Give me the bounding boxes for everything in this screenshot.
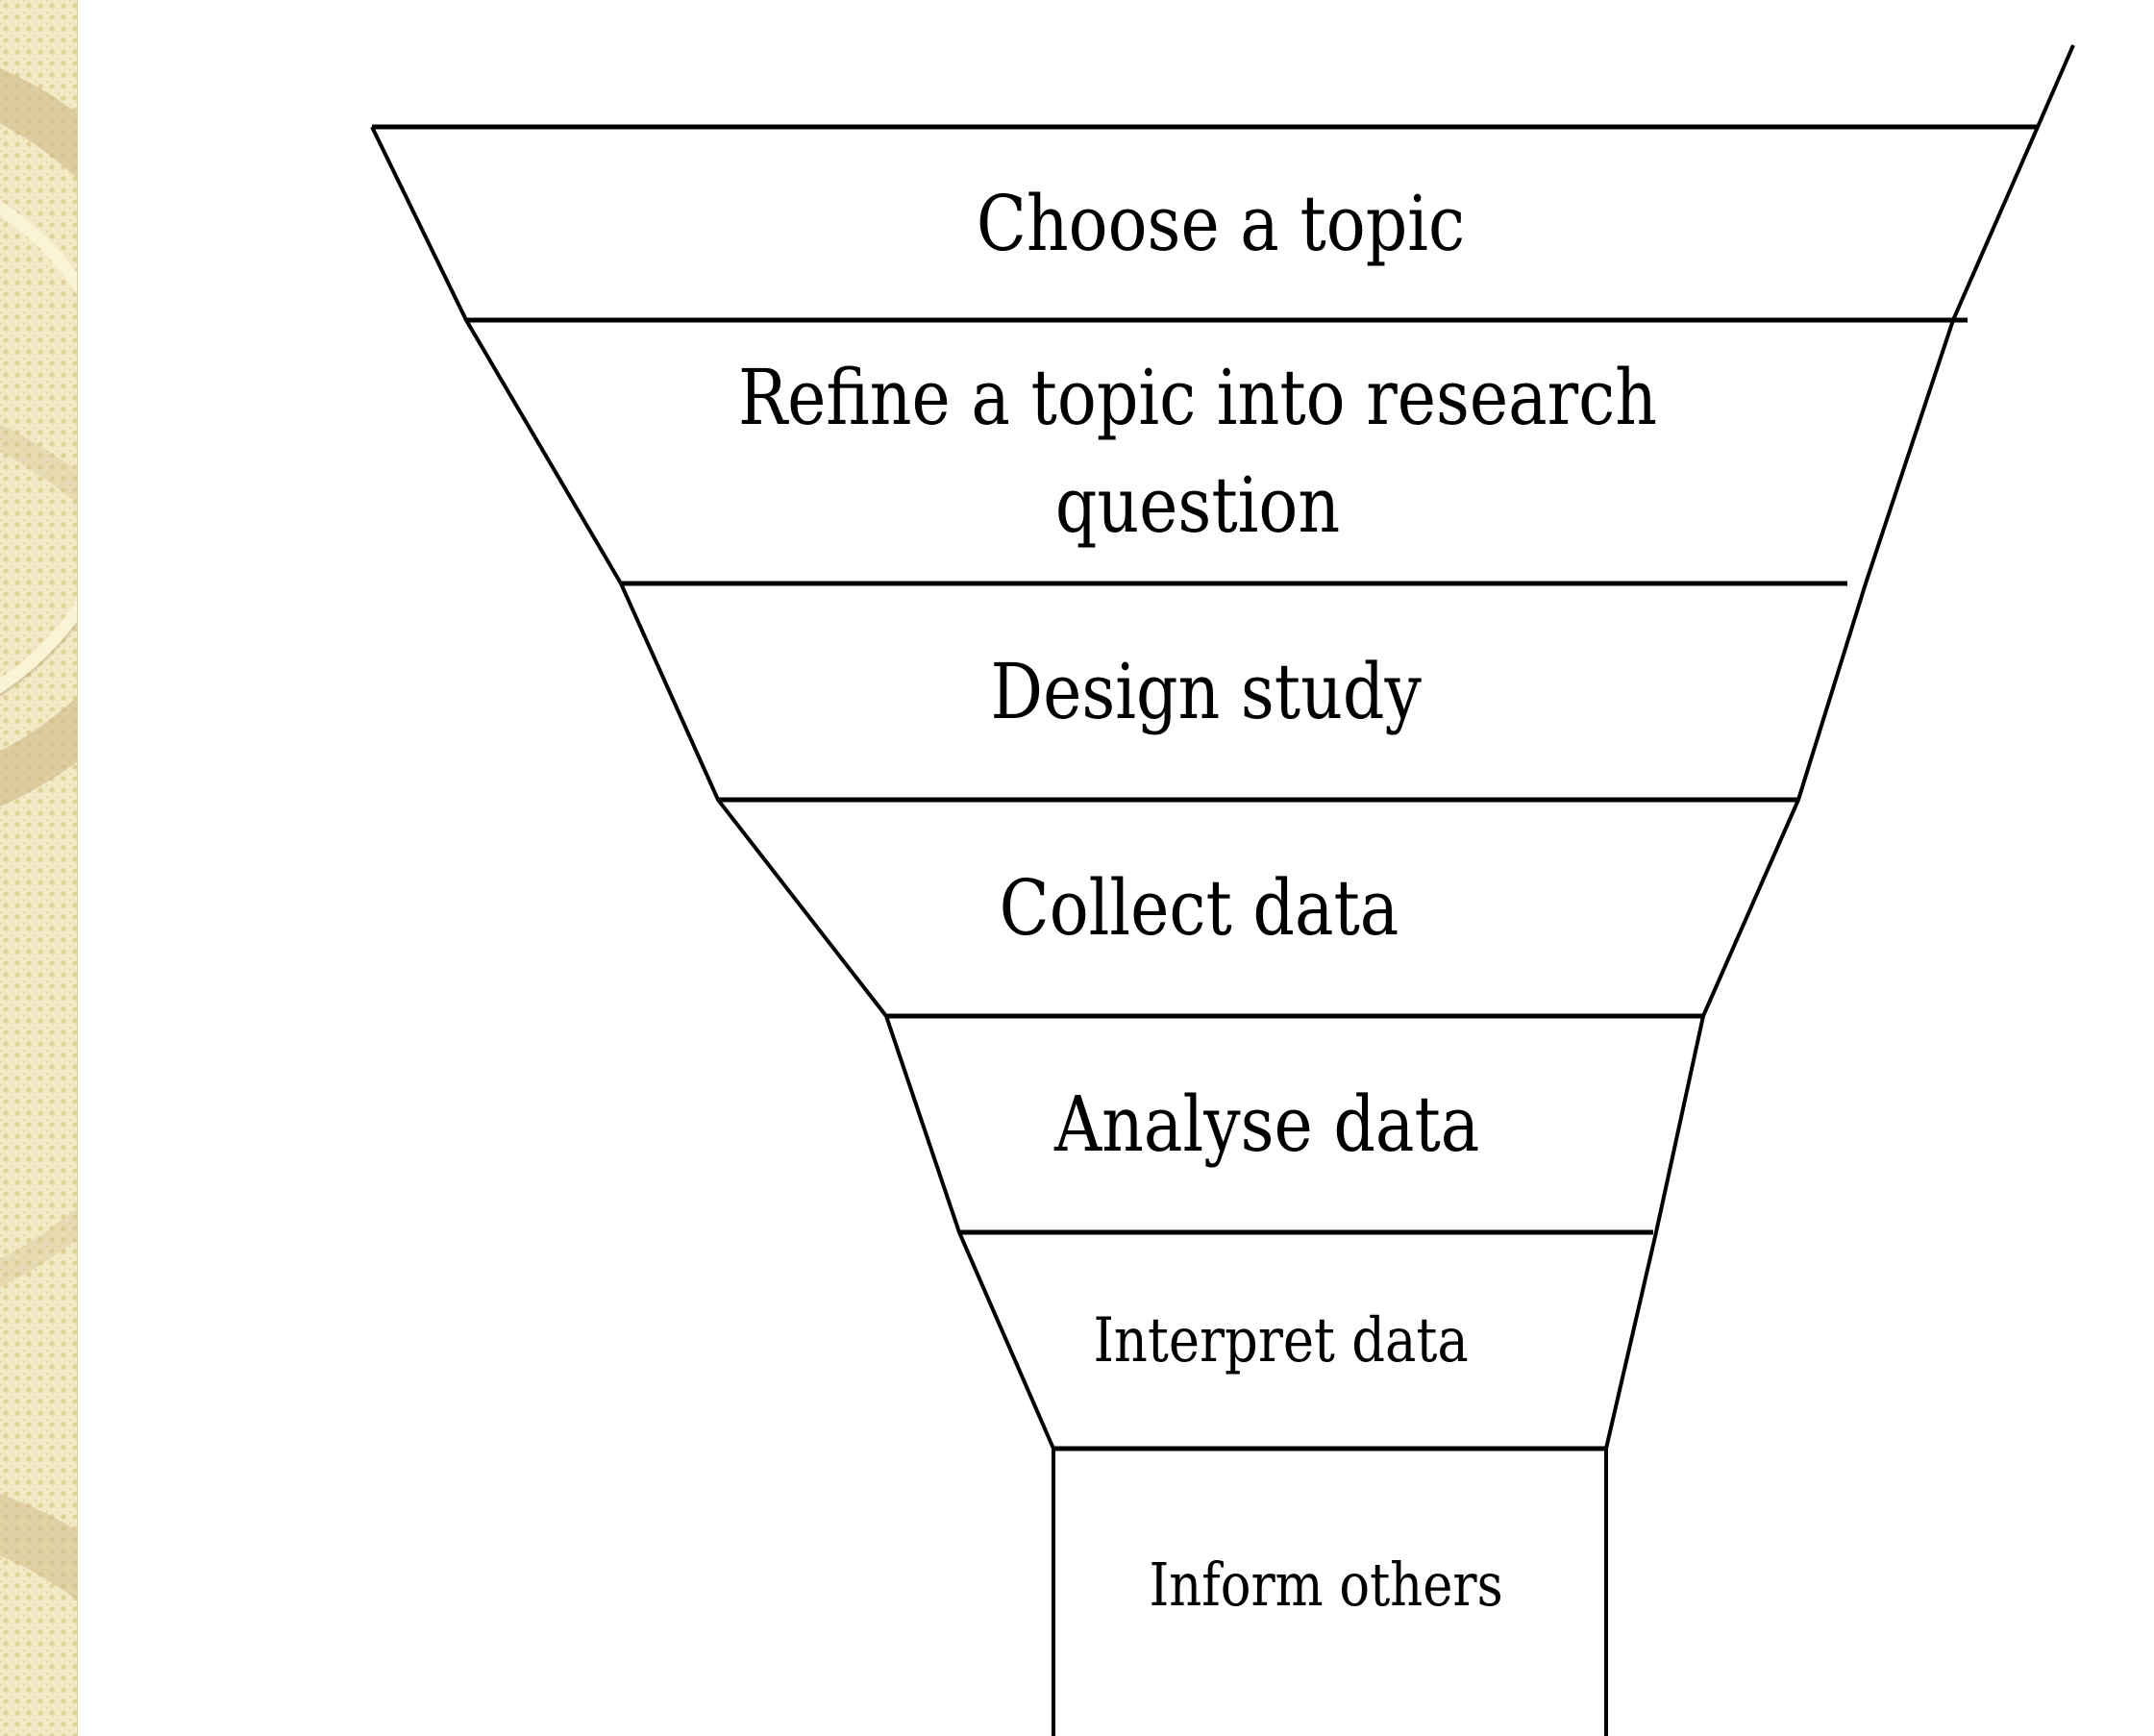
funnel-outline-right bbox=[1604, 44, 2075, 1736]
slide-side-decoration bbox=[0, 0, 78, 1736]
funnel-outline-left bbox=[370, 126, 1055, 1736]
